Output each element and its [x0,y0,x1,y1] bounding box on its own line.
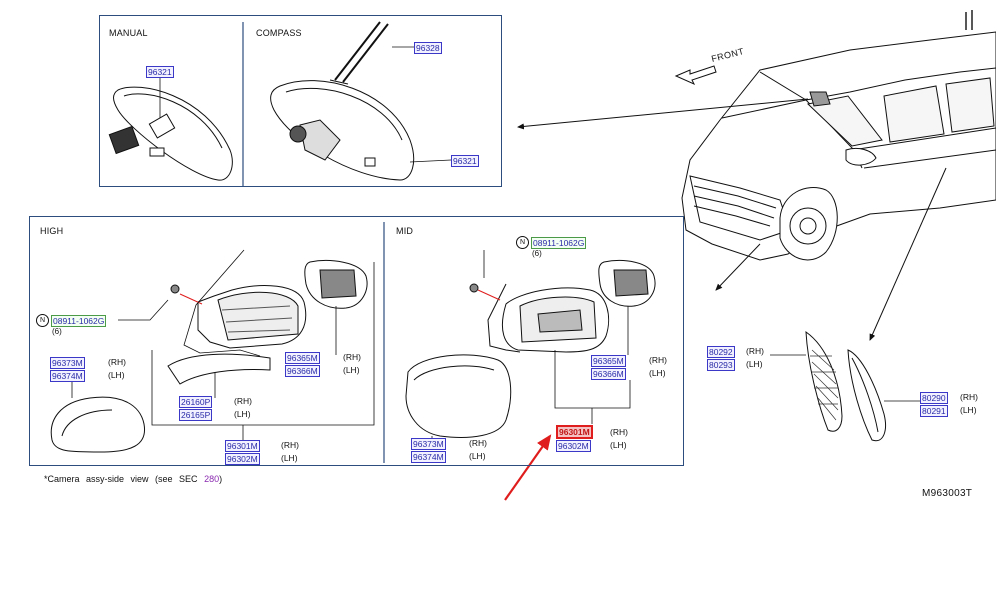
side-lh: (LH) [108,370,125,380]
part-number-96374-high[interactable]: 96374M [50,370,85,382]
section-title-mid: MID [396,226,414,236]
quantity-mid: (6) [532,249,542,258]
part-number-96302-high[interactable]: 96302M [225,453,260,465]
mid-mirror-cover-drawing [405,354,512,438]
part-number-80291[interactable]: 80291 [920,405,948,417]
camera-footnote-close: ) [219,474,223,484]
part-number-96373-high[interactable]: 96373M [50,357,85,369]
part-number-96366-high[interactable]: 96366M [285,365,320,377]
side-lh: (LH) [649,368,666,378]
part-number-96366-mid[interactable]: 96366M [591,368,626,380]
assembly-bracket-mid [554,350,631,409]
part-number-96321-compass[interactable]: 96321 [451,155,479,167]
side-rh: (RH) [234,396,252,406]
manual-mirror-drawing [108,86,233,181]
arrow-to-rearview [517,98,809,130]
leader-96321-compass [409,159,452,163]
new-part-symbol-mid: N [516,236,529,249]
part-number-80292[interactable]: 80292 [707,346,735,358]
camera-footnote-text: *Camera assy-side view (see SEC [44,474,198,484]
part-number-96301-mid-highlighted[interactable]: 96301M [556,425,593,439]
door-mirror-frame [29,216,684,466]
camera-footnote: *Camera assy-side view (see SEC 280) [44,474,222,484]
side-lh: (LH) [469,451,486,461]
side-rh: (RH) [746,346,764,356]
new-part-symbol-high: N [36,314,49,327]
section-title-high: HIGH [40,226,64,236]
part-number-80293[interactable]: 80293 [707,359,735,371]
part-number-96301-high[interactable]: 96301M [225,440,260,452]
leader-bolt-mid [477,289,501,301]
diagram-code: M963003T [922,488,973,499]
side-lh: (LH) [281,453,298,463]
truck-drawing [681,10,996,261]
part-number-96365-mid[interactable]: 96365M [591,355,626,367]
compass-mirror-drawing [270,21,415,181]
arrow-to-garnish [869,167,947,341]
highlight-arrow [504,434,552,501]
mid-mirror-assembly-drawing [469,260,656,353]
part-number-96374-mid[interactable]: 96374M [411,451,446,463]
part-number-96328[interactable]: 96328 [414,42,442,54]
side-rh: (RH) [469,438,487,448]
part-number-96365-high[interactable]: 96365M [285,352,320,364]
section-title-manual: MANUAL [109,28,148,38]
rearview-mirror-frame [99,15,502,187]
part-number-26165[interactable]: 26165P [179,409,213,421]
assembly-bracket-high [151,262,375,426]
section-title-compass: COMPASS [256,28,302,38]
part-number-96321-manual[interactable]: 96321 [146,66,174,78]
high-mirror-cover-drawing [50,396,146,453]
section-reference-link[interactable]: 280 [204,474,220,484]
part-number-96373-mid[interactable]: 96373M [411,438,446,450]
part-number-26160[interactable]: 26160P [179,396,213,408]
side-lh: (LH) [234,409,251,419]
high-mirror-assembly-drawing [167,260,368,385]
corner-garnish-drawing [805,330,886,442]
quantity-high: (6) [52,327,62,336]
arrow-to-door-mirror [715,243,761,291]
part-number-96302-mid[interactable]: 96302M [556,440,591,452]
side-rh: (RH) [610,427,628,437]
leader-08911-high [118,299,169,321]
part-number-80290[interactable]: 80290 [920,392,948,404]
side-rh: (RH) [649,355,667,365]
side-rh: (RH) [343,352,361,362]
side-lh: (LH) [746,359,763,369]
side-rh: (RH) [108,357,126,367]
side-rh: (RH) [960,392,978,402]
part-number-08911-mid[interactable]: 08911-1062G [531,237,587,249]
side-lh: (LH) [343,365,360,375]
side-lh: (LH) [960,405,977,415]
front-direction-arrow [674,65,717,86]
side-rh: (RH) [281,440,299,450]
part-number-08911-high[interactable]: 08911-1062G [51,315,107,327]
side-lh: (LH) [610,440,627,450]
